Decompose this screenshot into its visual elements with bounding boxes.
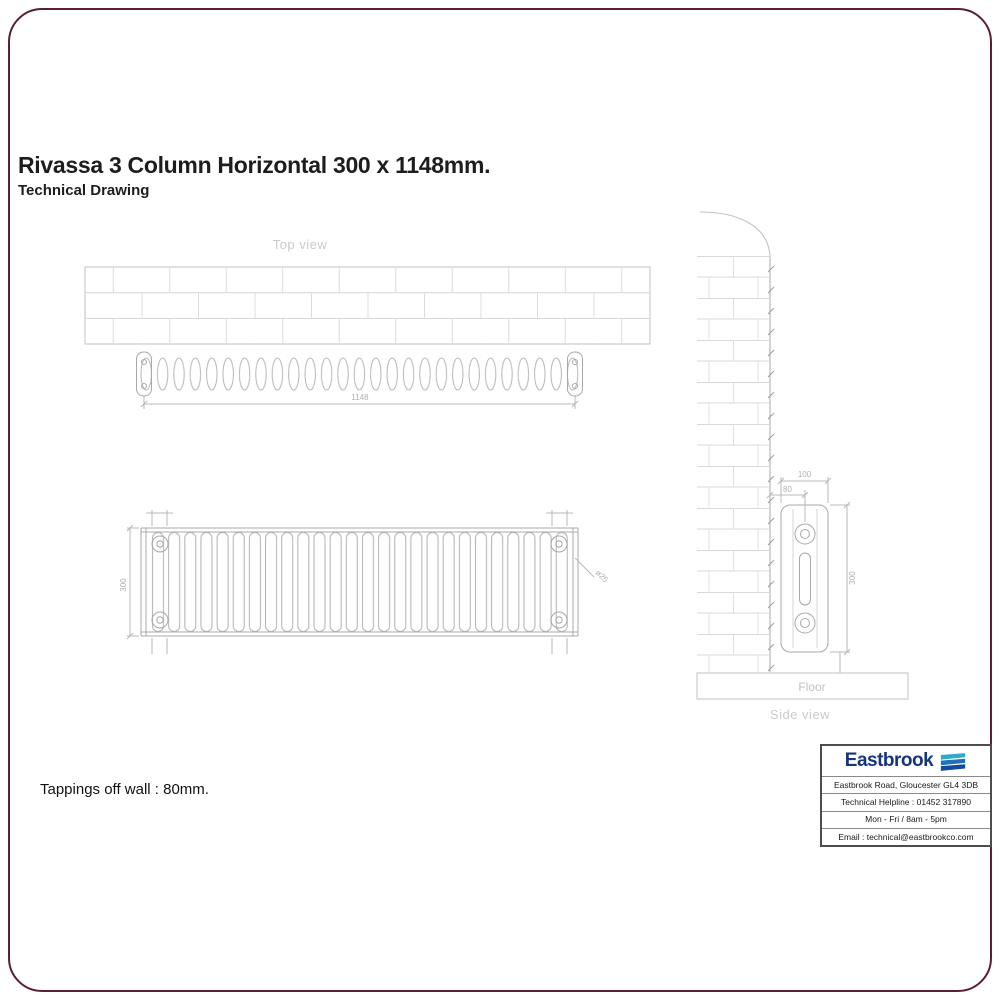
eastbrook-brand-name: Eastbrook xyxy=(844,750,934,771)
side-view-wall xyxy=(697,211,776,672)
front-view-columns xyxy=(150,532,570,632)
title-block: Rivassa 3 Column Horizontal 300 x 1148mm… xyxy=(18,152,490,199)
front-view-drawing: 300 ø25 xyxy=(119,510,610,654)
radiator-side-profile xyxy=(780,504,829,653)
floor: Floor xyxy=(696,672,909,700)
logo-address: Eastbrook Road, Gloucester GL4 3DB xyxy=(822,776,990,793)
side-view-drawing: 100 80 300 Floor Side view xyxy=(696,211,909,722)
side-view-label: Side view xyxy=(770,707,830,722)
top-view-drawing: Top view 1148 xyxy=(84,237,651,409)
logo-email: Email : technical@eastbrookco.com xyxy=(822,828,990,845)
logo-helpline: Technical Helpline : 01452 317890 xyxy=(822,793,990,810)
logo-hours: Mon - Fri / 8am - 5pm xyxy=(822,810,990,828)
side-view-top-dimensions: 100 80 xyxy=(766,470,832,522)
top-view-wall-band xyxy=(84,266,651,345)
page-subtitle: Technical Drawing xyxy=(18,181,150,199)
floor-label: Floor xyxy=(798,680,825,694)
dim-depth: 100 xyxy=(798,470,812,479)
front-view-end-dim-marks xyxy=(146,510,573,654)
front-view-valve-bungs xyxy=(151,535,568,629)
side-view-height-dimension: 300 xyxy=(830,501,857,673)
page-title: Rivassa 3 Column Horizontal 300 x 1148mm… xyxy=(18,152,491,178)
top-view-label: Top view xyxy=(273,237,328,252)
front-view-height-dimension: 300 xyxy=(119,524,139,640)
dim-front-height: 300 xyxy=(119,578,128,592)
eastbrook-logo-icon xyxy=(939,752,967,771)
eastbrook-info-box: Eastbrook Eastbrook Road, Gloucester GL4… xyxy=(820,744,992,848)
dim-overall-width: 1148 xyxy=(351,393,369,402)
top-view-width-dimension: 1148 xyxy=(140,393,579,409)
dim-side-height: 300 xyxy=(848,571,857,585)
top-view-column-row xyxy=(136,351,583,397)
front-view-column-leader: ø25 xyxy=(574,557,611,585)
tappings-note: Tappings off wall : 80mm. xyxy=(40,781,209,798)
eastbrook-logo: Eastbrook xyxy=(822,746,990,776)
dim-column-diameter: ø25 xyxy=(594,568,611,585)
dim-wall-to-tapping: 80 xyxy=(783,485,792,494)
